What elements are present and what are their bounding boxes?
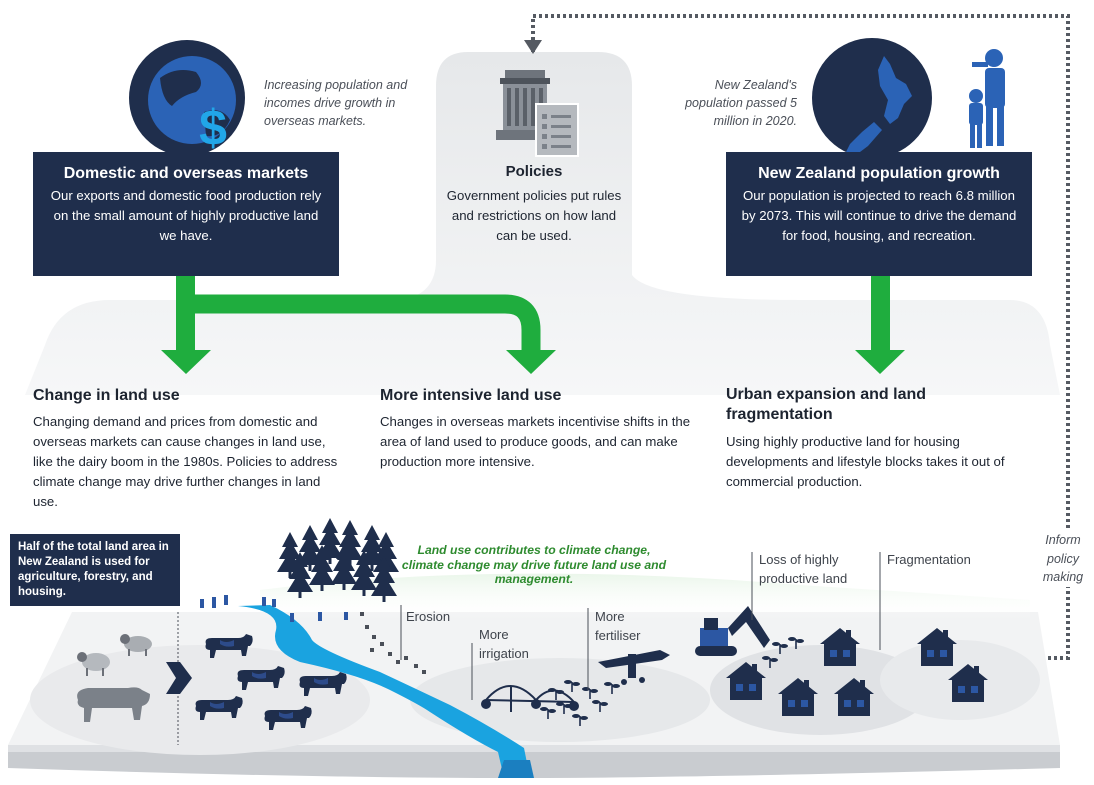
half-land-box: Half of the total land area in New Zeala…	[10, 534, 180, 606]
transition-arrow	[166, 662, 192, 694]
population-text: Our population is projected to reach 6.8…	[741, 188, 1017, 243]
fragmentation-label: Fragmentation	[887, 552, 971, 567]
policies-panel: Policies Government policies put rules a…	[446, 162, 622, 246]
markets-box: Domestic and overseas markets Our export…	[33, 152, 339, 276]
erosion-rocks	[360, 612, 426, 674]
nz-map-icon	[812, 38, 932, 158]
sheep-icon	[77, 634, 152, 676]
climate-text: Land use contributes to climate change, …	[401, 543, 667, 586]
intensive-text: Changes in overseas markets incentivise …	[380, 414, 691, 469]
stumps	[200, 595, 348, 622]
inform-label: Inform policy making	[1034, 531, 1092, 587]
markets-text: Our exports and domestic food production…	[50, 188, 322, 243]
population-title: New Zealand population growth	[758, 165, 1000, 182]
irrigator-icon	[481, 685, 579, 712]
green-arrows	[161, 273, 905, 374]
plane-icon	[598, 650, 670, 685]
globe-dollar-icon: $	[129, 40, 245, 156]
policies-title: Policies	[505, 163, 563, 180]
population-note: New Zealand's population passed 5 millio…	[685, 78, 797, 128]
excavator-icon	[695, 606, 770, 656]
change-title: Change in land use	[33, 387, 180, 404]
policies-text: Government policies put rules and restri…	[446, 188, 622, 243]
erosion-label: Erosion	[406, 609, 451, 624]
markets-title: Domestic and overseas markets	[63, 165, 309, 182]
river	[238, 605, 530, 778]
fertiliser-label: More fertiliser	[595, 609, 641, 643]
feedback-line	[531, 14, 1070, 660]
change-text: Changing demand and prices from domestic…	[33, 414, 338, 509]
family-icon	[969, 49, 1005, 148]
svg-text:$: $	[199, 100, 227, 156]
urban-text: Using highly productive land for housing…	[726, 434, 1005, 489]
document-icon	[535, 103, 579, 157]
intensive-title: More intensive land use	[380, 387, 562, 404]
urban-title: Urban expansion and land fragmentation	[726, 386, 927, 423]
markets-note: Increasing population and incomes drive …	[264, 78, 408, 128]
loss-label: Loss of highly productive land	[759, 552, 848, 586]
cow-icon-grey	[77, 687, 150, 722]
population-box: New Zealand population growth Our popula…	[726, 152, 1032, 276]
irrigation-label: More irrigation	[479, 627, 529, 661]
feedback-arrowhead	[524, 40, 542, 54]
